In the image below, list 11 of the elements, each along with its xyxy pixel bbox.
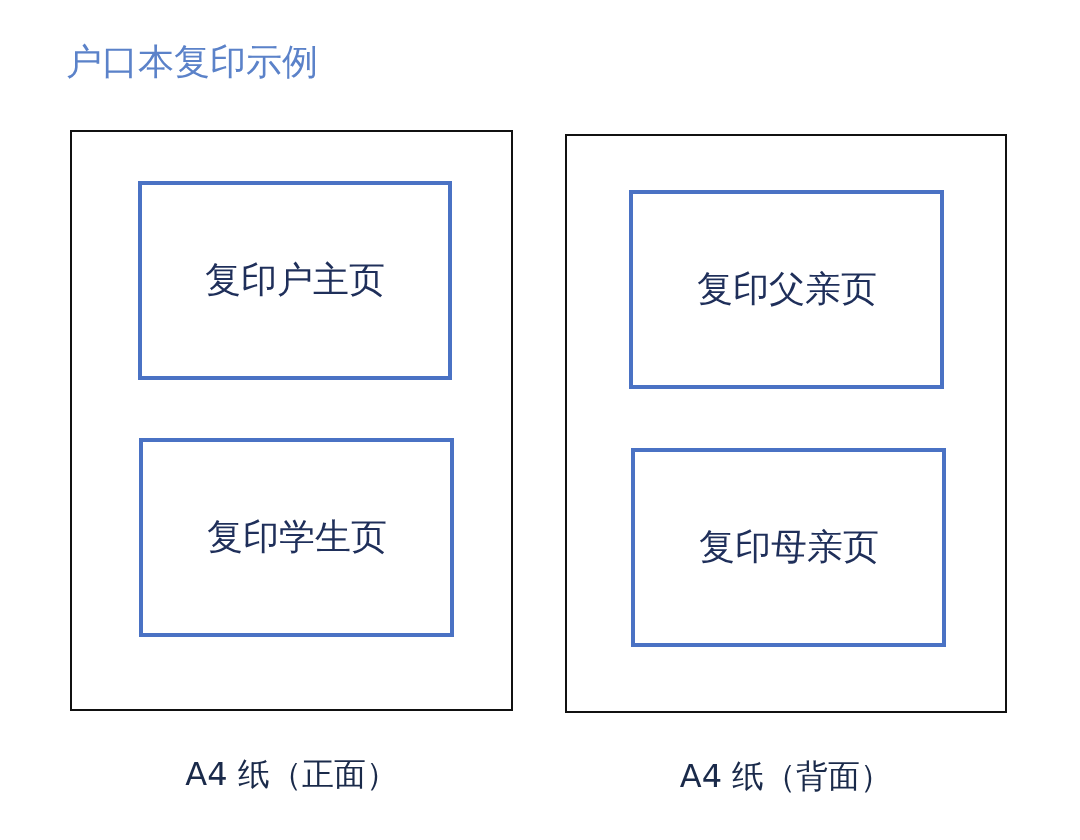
box-label: 复印学生页 [206,515,387,559]
sheet-caption: A4 纸（正面） [184,754,399,795]
title: 户口本复印示例 [66,40,318,84]
page-box [139,438,454,637]
box-label: 复印父亲页 [696,267,877,311]
box-label: 复印母亲页 [698,525,879,569]
box-label: 复印户主页 [205,258,385,302]
page-box [629,190,944,389]
page-box [631,448,946,647]
page-box [138,181,452,380]
sheet-caption: A4 纸（背面） [678,756,894,797]
